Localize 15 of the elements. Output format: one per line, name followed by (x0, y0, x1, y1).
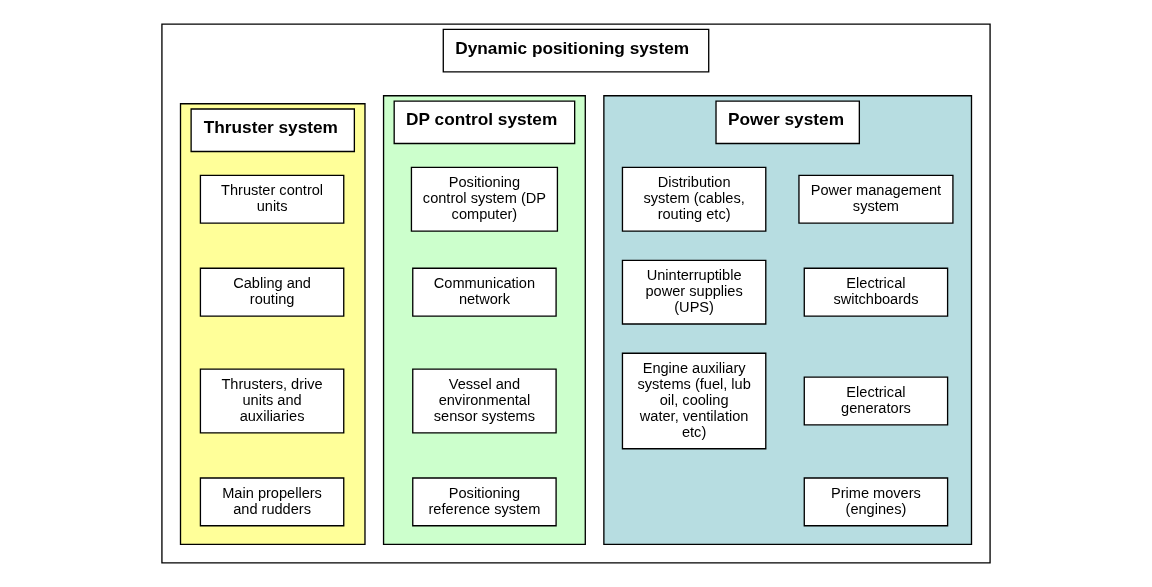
node-box: Cabling and routing (199, 267, 345, 317)
node-box: Positioning reference system (412, 477, 557, 527)
node-box: Uninterruptible power supplies (UPS) (621, 259, 767, 325)
node-box: Positioning control system (DP computer) (410, 166, 559, 232)
node-box: Thruster control units (199, 174, 345, 224)
node-box: Vessel and environmental sensor systems (412, 368, 557, 434)
node-box: Distribution system (cables, routing etc) (621, 166, 767, 232)
node-box: Communication network (412, 267, 557, 317)
node-box: Engine auxiliary systems (fuel, lub oil, cooling water, ventilation etc) (621, 352, 767, 450)
node-box: Electrical generators (803, 376, 949, 426)
node-box: Prime movers (engines) (803, 477, 949, 527)
node-box: Thrusters, drive units and auxiliaries (199, 368, 345, 434)
node-box: Power management system (798, 174, 954, 224)
node-box: Main propellers and rudders (199, 477, 345, 527)
node-box: Electrical switchboards (803, 267, 949, 317)
